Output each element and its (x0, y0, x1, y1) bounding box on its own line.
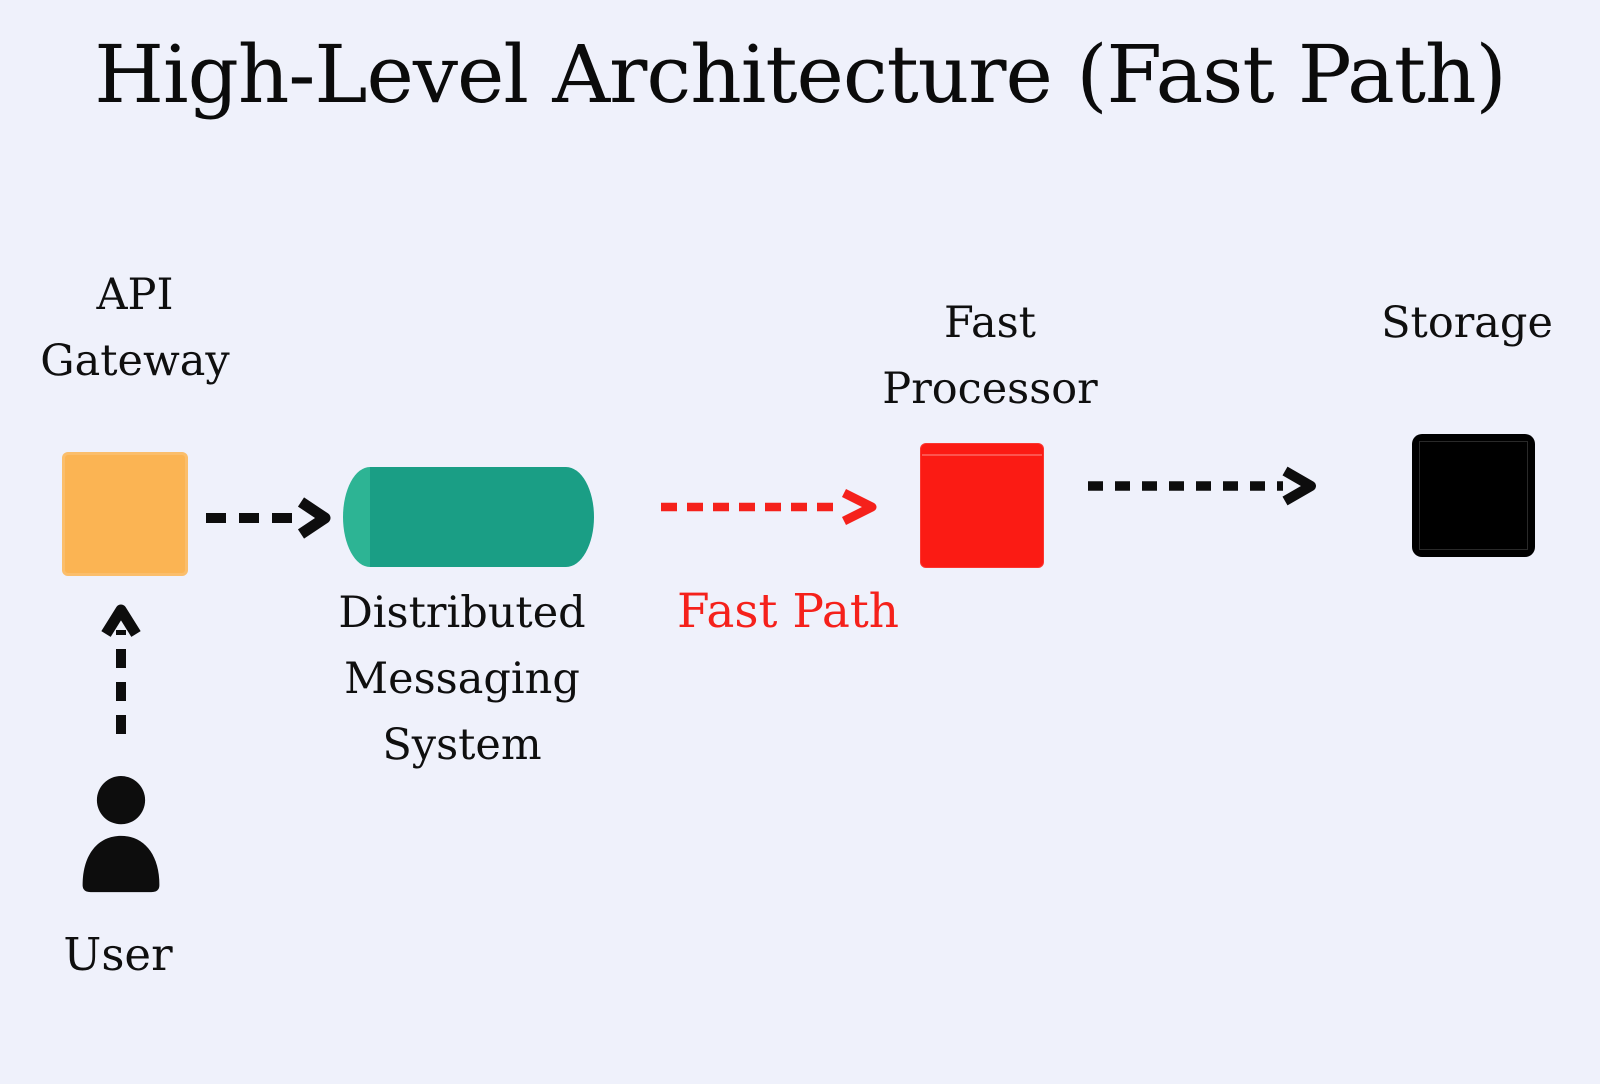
fast-processor-label: Fast Processor (882, 290, 1097, 422)
arrow-processor-to-storage (1088, 466, 1316, 506)
messaging-label-line2: Messaging (344, 654, 580, 704)
storage-label-line1: Storage (1381, 298, 1553, 348)
storage-node (1412, 434, 1535, 557)
api-gateway-label: API Gateway (40, 262, 229, 394)
api-gateway-node (62, 452, 188, 576)
fast-processor-label-line2: Processor (882, 364, 1098, 414)
fast-processor-label-line1: Fast (944, 298, 1036, 348)
messaging-cylinder (343, 467, 594, 567)
arrow-gateway-to-messaging (206, 497, 331, 539)
fast-processor-highlight (922, 454, 1042, 456)
arrow-messaging-to-processor (661, 488, 877, 526)
fast-processor-node (920, 443, 1044, 568)
messaging-label: Distributed Messaging System (338, 580, 585, 778)
user-label-line1: User (63, 928, 173, 981)
user-label: User (63, 922, 172, 988)
storage-label: Storage (1381, 290, 1553, 356)
api-gateway-label-line2: Gateway (40, 336, 230, 386)
messaging-label-line3: System (382, 720, 542, 770)
storage-inner-frame (1419, 441, 1528, 550)
messaging-label-line1: Distributed (338, 588, 586, 638)
arrow-user-to-gateway (101, 604, 141, 734)
api-gateway-label-line1: API (96, 270, 174, 320)
fast-path-label: Fast Path (676, 584, 900, 639)
diagram-title: High-Level Architecture (Fast Path) (94, 28, 1506, 121)
user-icon (82, 776, 160, 893)
